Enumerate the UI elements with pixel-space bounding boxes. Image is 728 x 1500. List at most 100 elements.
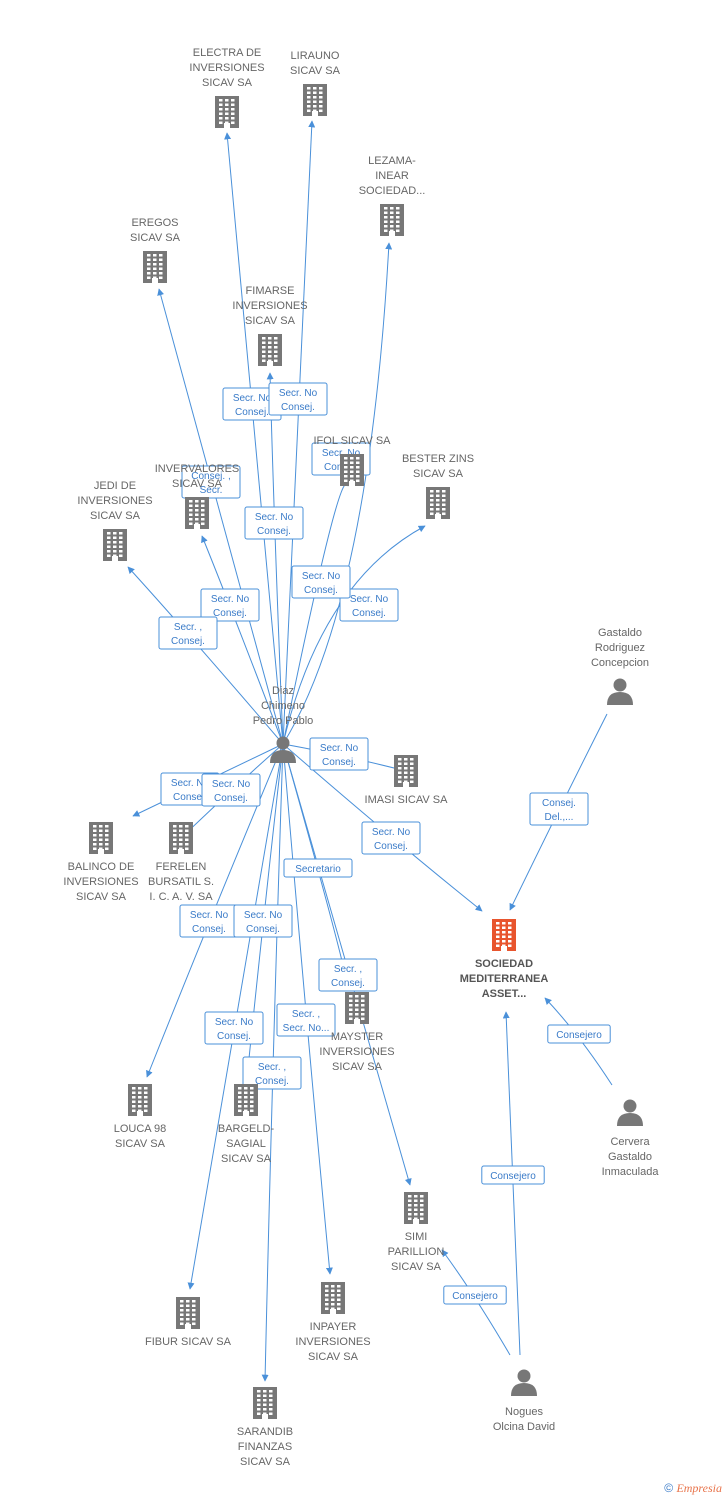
edge-label-diaz-jedi[interactable]: Secr. ,Consej. <box>158 616 218 650</box>
edge-label-text: Secr. , <box>258 1062 286 1073</box>
edge-label-text: Secr. No <box>233 393 272 404</box>
node-label: SICAV SA <box>240 1456 291 1468</box>
node-label: LEZAMA- <box>368 155 416 167</box>
edge-label-diaz-inpayer[interactable]: Secr. ,Secr. No... <box>276 1003 336 1037</box>
node-label: MAYSTER <box>331 1031 383 1043</box>
node-label: INVERSIONES <box>63 876 138 888</box>
node-sarandib[interactable]: SARANDIB FINANZAS SICAV SA <box>237 1387 293 1468</box>
edge-label-text: Consej. <box>257 526 291 537</box>
edge-label-text: Secr. No <box>279 388 318 399</box>
node-label: FERELEN <box>156 861 207 873</box>
edge-label-nogues-simi[interactable]: Consejero <box>443 1285 507 1305</box>
node-label: ELECTRA DE <box>193 47 261 59</box>
node-fibur[interactable]: FIBUR SICAV SA <box>145 1297 232 1348</box>
edge-label-text: Consej. <box>213 608 247 619</box>
node-label: PARILLION <box>388 1246 445 1258</box>
edge-label-cervera-sociedad[interactable]: Consejero <box>547 1024 611 1044</box>
node-label: SOCIEDAD... <box>359 185 426 197</box>
edge-label-text: Secr. No <box>320 743 359 754</box>
edge-label-text: Secr. No <box>215 1017 254 1028</box>
edge-label-text: Secr. , <box>174 622 202 633</box>
node-label: FINANZAS <box>238 1441 292 1453</box>
edge-label-text: Consejero <box>452 1291 498 1302</box>
node-label: Gastaldo <box>608 1151 652 1163</box>
node-label: IFOL SICAV SA <box>313 435 391 447</box>
edge-label-text: Consej. , <box>191 471 230 482</box>
building-icon <box>426 487 450 519</box>
node-label: Inmaculada <box>602 1166 660 1178</box>
node-label: BALINCO DE <box>68 861 135 873</box>
node-balinco[interactable]: BALINCO DE INVERSIONES SICAV SA <box>63 822 139 903</box>
node-label: Olcina David <box>493 1421 555 1433</box>
node-sociedad[interactable]: SOCIEDADMEDITERRANEAASSET... <box>460 919 549 1000</box>
node-label: Chimeno <box>261 700 305 712</box>
edge-label-text: Consej. <box>214 793 248 804</box>
edge-label-text: Secr. , <box>292 1009 320 1020</box>
edge-label-text: Consej. <box>374 841 408 852</box>
node-ifol[interactable]: IFOL SICAV SA <box>313 435 391 486</box>
node-label: Gastaldo <box>598 627 642 639</box>
node-label: Diaz <box>272 685 294 697</box>
edge-label-nogues-sociedad[interactable]: Consejero <box>481 1165 545 1185</box>
edge-label-diaz-simi[interactable]: Secretario <box>283 858 353 878</box>
node-lezama[interactable]: LEZAMA- INEAR SOCIEDAD... <box>359 155 426 236</box>
building-icon <box>185 497 209 529</box>
node-label: INVERVALORES <box>155 463 240 475</box>
node-label: SICAV SA <box>245 315 296 327</box>
node-label: SIMI <box>405 1231 428 1243</box>
edge-label-gastaldo-sociedad[interactable]: Consej.Del.,... <box>529 792 589 826</box>
node-label: Nogues <box>505 1406 543 1418</box>
edge-label-text: Del.,... <box>545 812 574 823</box>
node-label: SICAV SA <box>202 77 253 89</box>
empresia-logo: Empresia <box>676 1481 722 1495</box>
node-label: SAGIAL <box>226 1138 266 1150</box>
node-label: SICAV SA <box>332 1061 383 1073</box>
node-label: INPAYER <box>310 1321 357 1333</box>
edge-label-text: Secr. No <box>190 910 229 921</box>
edge-label-diaz-eregos[interactable]: Consej. ,Secr. <box>181 465 241 499</box>
edge-label-diaz-sarandib[interactable]: Secr. ,Consej. <box>242 1056 302 1090</box>
copyright-symbol: © <box>664 1481 674 1495</box>
copyright-footer[interactable]: © Empresia <box>664 1481 722 1496</box>
node-label: SICAV SA <box>221 1153 272 1165</box>
node-label: EREGOS <box>131 217 178 229</box>
node-imasi[interactable]: IMASI SICAV SA <box>365 755 449 806</box>
node-label: Pedro Pablo <box>253 715 314 727</box>
edge-label-text: Consej. <box>173 792 207 803</box>
node-label: SICAV SA <box>76 891 127 903</box>
node-label: SARANDIB <box>237 1426 293 1438</box>
edge-diaz-lezama <box>282 242 393 745</box>
node-label: INEAR <box>375 170 409 182</box>
edge-label-diaz-mayster[interactable]: Secr. ,Consej. <box>318 958 378 992</box>
